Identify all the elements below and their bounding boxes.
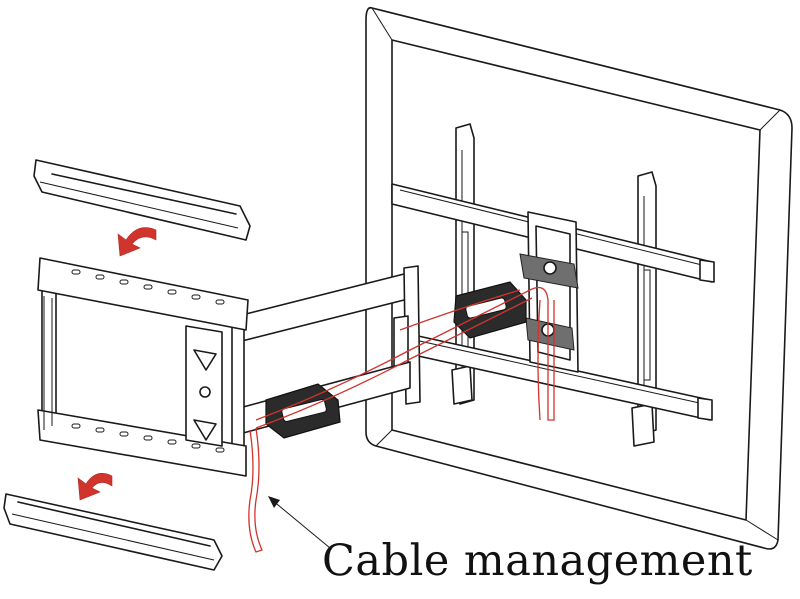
wall-plate (37, 257, 249, 477)
vertical-bracket-right (631, 171, 657, 447)
cable-management-caption: Cable management (322, 536, 753, 586)
cable-route (248, 286, 555, 553)
tv-back-panel (365, 6, 793, 550)
bottom-cover (3, 493, 223, 571)
cable-clip-lower (265, 383, 341, 439)
arrow-remove-top-cover (117, 227, 157, 257)
arrow-remove-bottom-cover (77, 473, 113, 501)
top-cover (33, 159, 251, 241)
caption-leader (268, 496, 331, 549)
